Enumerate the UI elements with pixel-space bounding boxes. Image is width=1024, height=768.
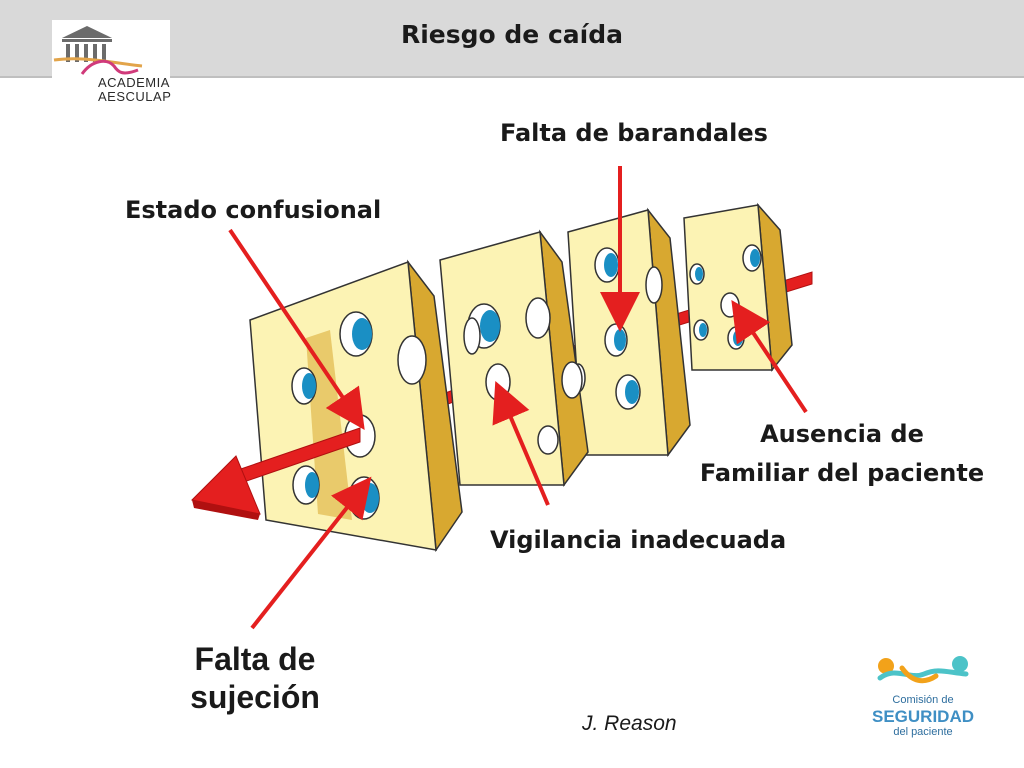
cheese-slice-3 xyxy=(567,207,691,458)
temple-icon xyxy=(52,20,170,108)
logo-line-academia: ACADEMIA xyxy=(98,75,170,90)
logo-line-aesculap: AESCULAP xyxy=(98,89,172,104)
cheese-slice-4 xyxy=(683,202,793,372)
label-sujecion-line1: Falta de xyxy=(194,641,316,677)
label-ausencia-line1: Ausencia de xyxy=(760,420,924,448)
comision-seguridad-logo: Comisión de SEGURIDAD del paciente xyxy=(872,650,974,742)
csp-line3: del paciente xyxy=(893,726,953,738)
author-credit: J. Reason xyxy=(582,712,677,735)
csp-line1: Comisión de xyxy=(892,694,954,706)
cheese-slice-2 xyxy=(439,229,589,488)
people-icon xyxy=(877,656,969,684)
pointer-estado-confusional xyxy=(228,228,365,430)
label-falta-barandales: Falta de barandales xyxy=(500,119,768,147)
label-vigilancia: Vigilancia inadecuada xyxy=(490,526,787,554)
csp-line2: SEGURIDAD xyxy=(872,707,975,726)
pointer-falta-sujecion xyxy=(250,476,372,630)
header-bar xyxy=(0,0,1024,78)
academia-aesculap-logo: ACADEMIA AESCULAP xyxy=(52,20,172,108)
label-ausencia-line2: Familiar del paciente xyxy=(699,459,985,487)
slide-title: Riesgo de caída xyxy=(400,20,623,49)
label-sujecion-line2: sujeción xyxy=(190,679,320,715)
pointer-ausencia-familiar xyxy=(731,300,808,414)
label-estado-confusional: Estado confusional xyxy=(125,196,382,224)
pointer-vigilancia xyxy=(492,380,550,506)
